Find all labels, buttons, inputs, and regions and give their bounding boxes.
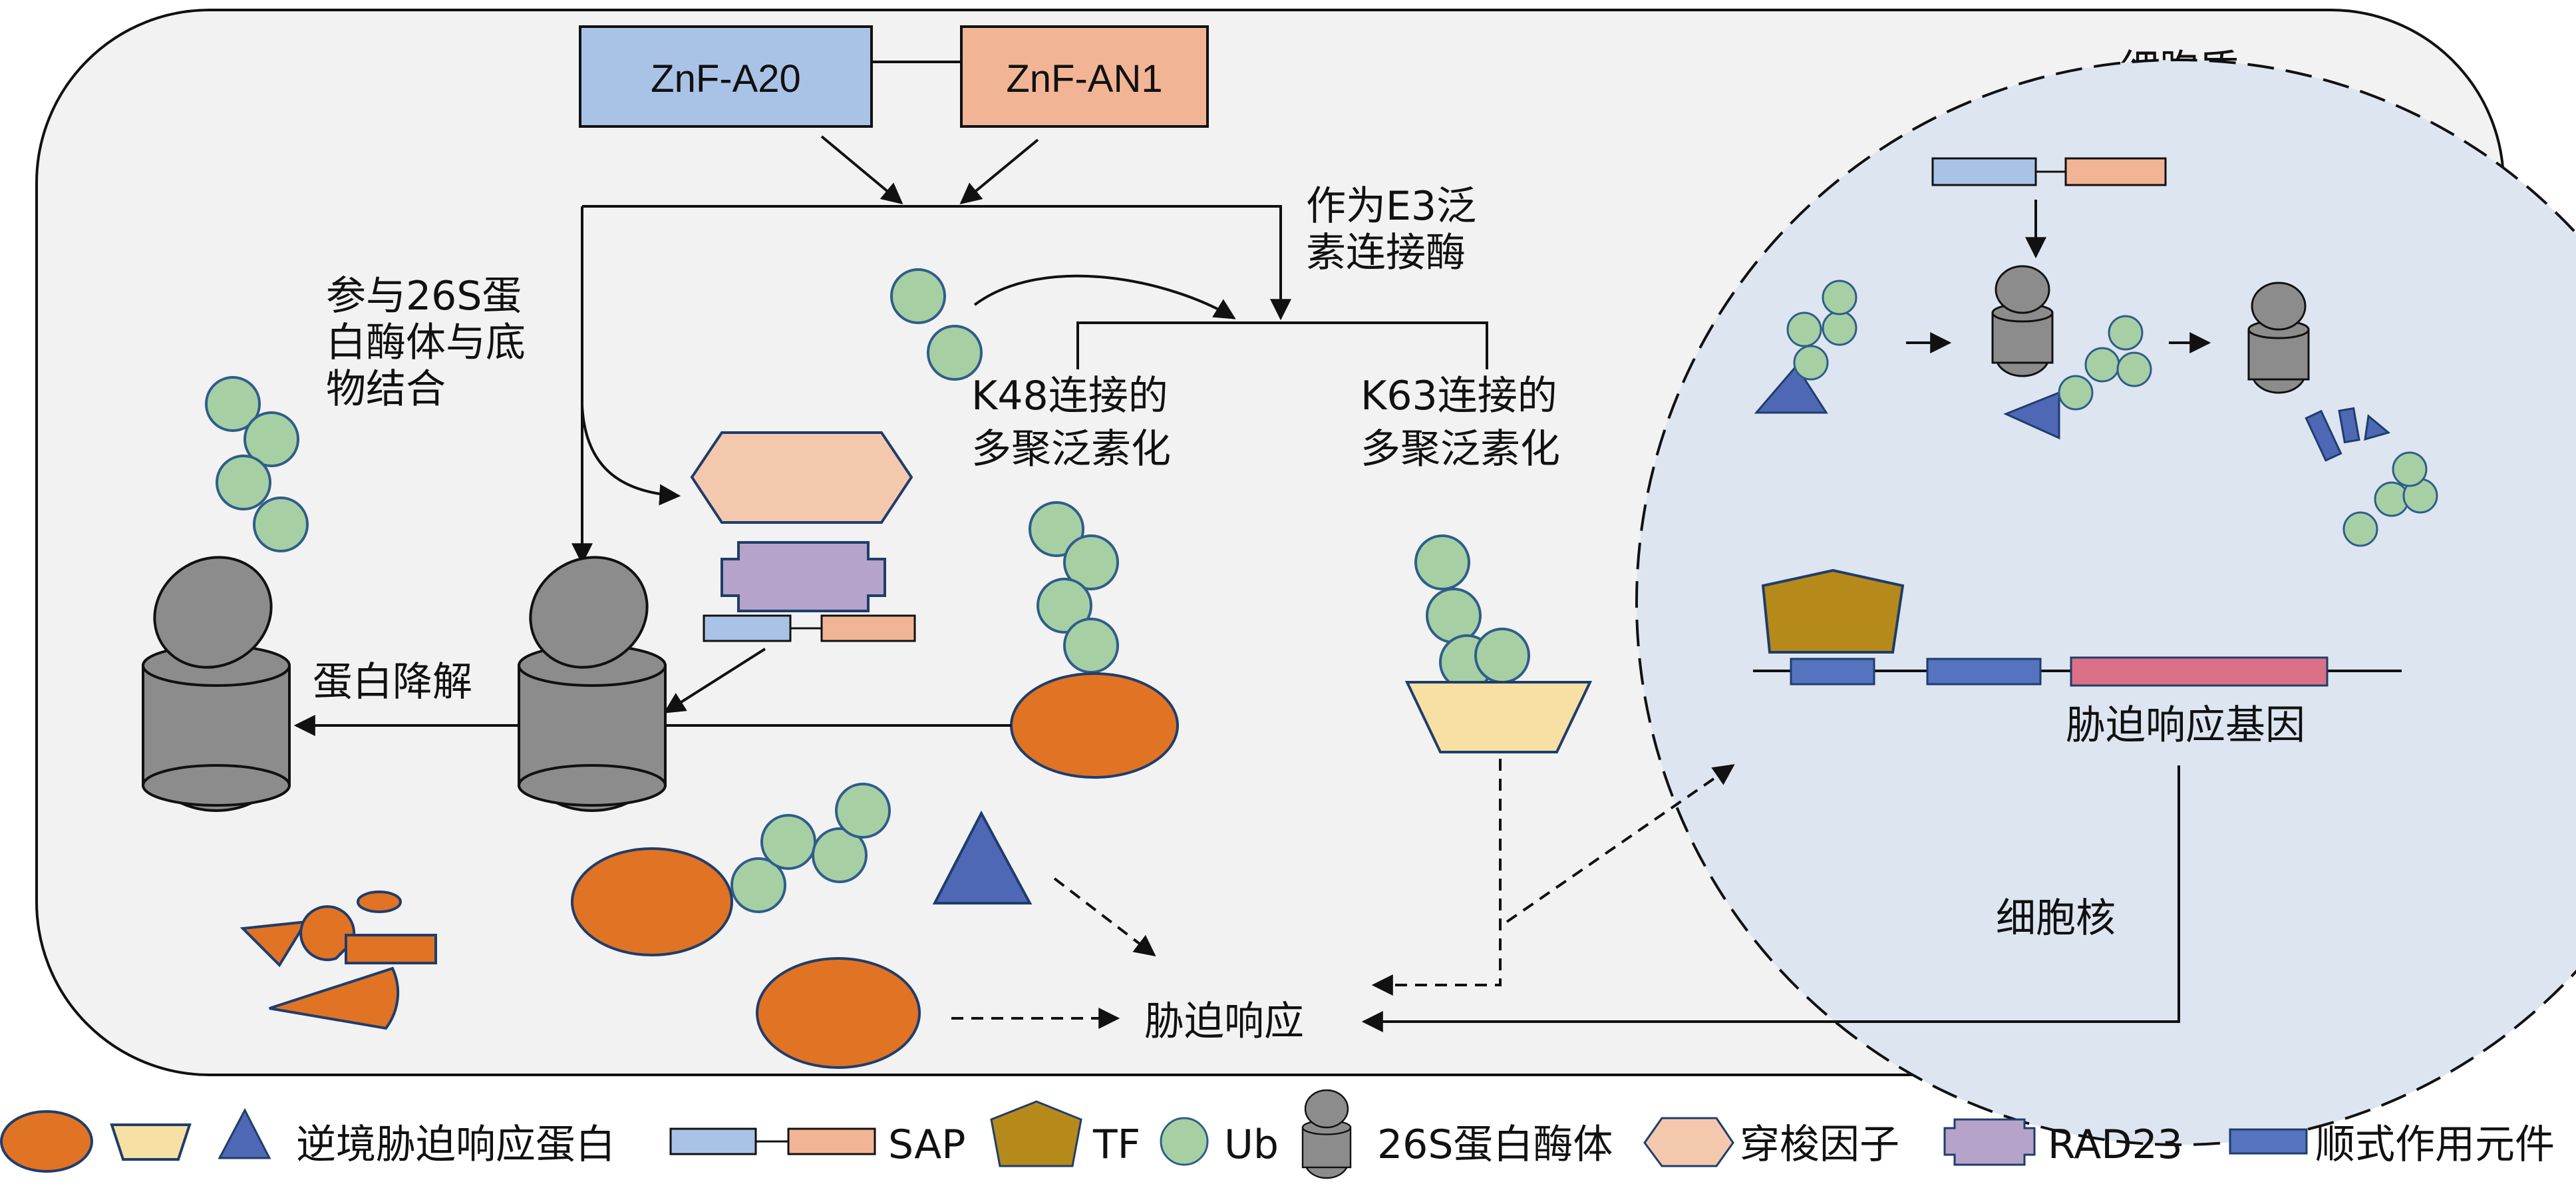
stress-gene bbox=[2070, 656, 2329, 687]
cis-element bbox=[1790, 658, 1875, 686]
transcription-factor bbox=[1761, 568, 1905, 654]
legend-rad23: RAD23 bbox=[2048, 1121, 2183, 1168]
k48-label-1: K48连接的 bbox=[971, 373, 1168, 419]
legend-proteasome: 26S蛋白酶体 bbox=[1377, 1121, 1613, 1168]
stress-protein bbox=[571, 847, 733, 956]
ubiquitin bbox=[2392, 451, 2428, 487]
nuclear-fragments bbox=[2305, 407, 2391, 462]
legend-tf: TF bbox=[1092, 1121, 1140, 1168]
protein-degradation-label: 蛋白降解 bbox=[313, 659, 472, 705]
ubiquitin bbox=[1786, 311, 1822, 347]
stress-protein-trapezoid bbox=[1404, 681, 1593, 753]
ubiquitin bbox=[216, 455, 271, 510]
znf-an1-label: ZnF-AN1 bbox=[1006, 57, 1162, 100]
legend-sap: SAP bbox=[888, 1121, 965, 1168]
stress-protein bbox=[756, 957, 921, 1069]
legend-shuttle: 穿梭因子 bbox=[1740, 1121, 1899, 1168]
legend-stress-protein: 逆境胁迫响应蛋白 bbox=[296, 1121, 615, 1168]
nucleus-region bbox=[1635, 59, 2576, 1146]
ubiquitin bbox=[2342, 511, 2378, 547]
e3-ligase-label-1: 作为E3泛 bbox=[1306, 183, 1476, 230]
ubiquitin bbox=[1414, 534, 1470, 590]
stress-genes-label: 胁迫响应基因 bbox=[2066, 702, 2305, 749]
substrate-binding-label-3: 物结合 bbox=[326, 366, 446, 413]
znf-a20-label: ZnF-A20 bbox=[651, 57, 801, 100]
stress-response-label: 胁迫响应 bbox=[1144, 998, 1304, 1045]
ubiquitin bbox=[1063, 618, 1119, 674]
ubiquitin bbox=[1822, 310, 1857, 346]
sap-domain-header: ZnF-A20 ZnF-AN1 bbox=[579, 25, 1209, 128]
ubiquitin bbox=[2058, 375, 2094, 411]
e3-ligase-label-2: 素连接酶 bbox=[1306, 230, 1466, 276]
ubiquitin bbox=[2116, 351, 2152, 387]
ubiquitin bbox=[890, 268, 946, 324]
ubiquitin bbox=[760, 814, 816, 870]
legend-ub: Ub bbox=[1224, 1121, 1279, 1168]
substrate-binding-label-1: 参与26S蛋 bbox=[326, 273, 522, 319]
ubiquitin bbox=[1474, 628, 1530, 684]
ubiquitin bbox=[1822, 280, 1857, 315]
ubiquitin bbox=[2084, 347, 2120, 383]
stress-protein-triangle bbox=[932, 810, 1033, 904]
substrate-binding-label-2: 白酶体与底 bbox=[326, 319, 526, 366]
legend-cis-element: 顺式作用元件 bbox=[2315, 1121, 2555, 1168]
nucleus-label: 细胞核 bbox=[1996, 895, 2116, 942]
shuttle-factor bbox=[690, 431, 913, 524]
k48-label-2: 多聚泛素化 bbox=[971, 426, 1171, 473]
degraded-fragments bbox=[240, 891, 437, 1030]
proteasome-26s bbox=[2247, 282, 2310, 394]
ubiquitin bbox=[835, 783, 891, 839]
ubiquitin bbox=[2108, 315, 2144, 351]
ubiquitin bbox=[1426, 588, 1482, 644]
legend: 逆境胁迫响应蛋白 SAP TF Ub 26S蛋白酶体 穿梭因子 RAD23 顺式… bbox=[0, 1089, 2555, 1179]
rad23 bbox=[721, 541, 886, 612]
cis-element bbox=[1926, 658, 2042, 686]
stress-protein-k48 bbox=[1010, 672, 1179, 779]
znf-an1-box bbox=[960, 25, 1209, 128]
proteasome-26s bbox=[1991, 265, 2054, 377]
ubiquitin bbox=[253, 497, 309, 552]
ubiquitin bbox=[927, 325, 983, 381]
ubiquitin bbox=[1793, 345, 1829, 381]
k63-label-1: K63连接的 bbox=[1361, 373, 1557, 419]
znf-a20-box bbox=[579, 25, 873, 128]
k63-label-2: 多聚泛素化 bbox=[1361, 426, 1560, 473]
